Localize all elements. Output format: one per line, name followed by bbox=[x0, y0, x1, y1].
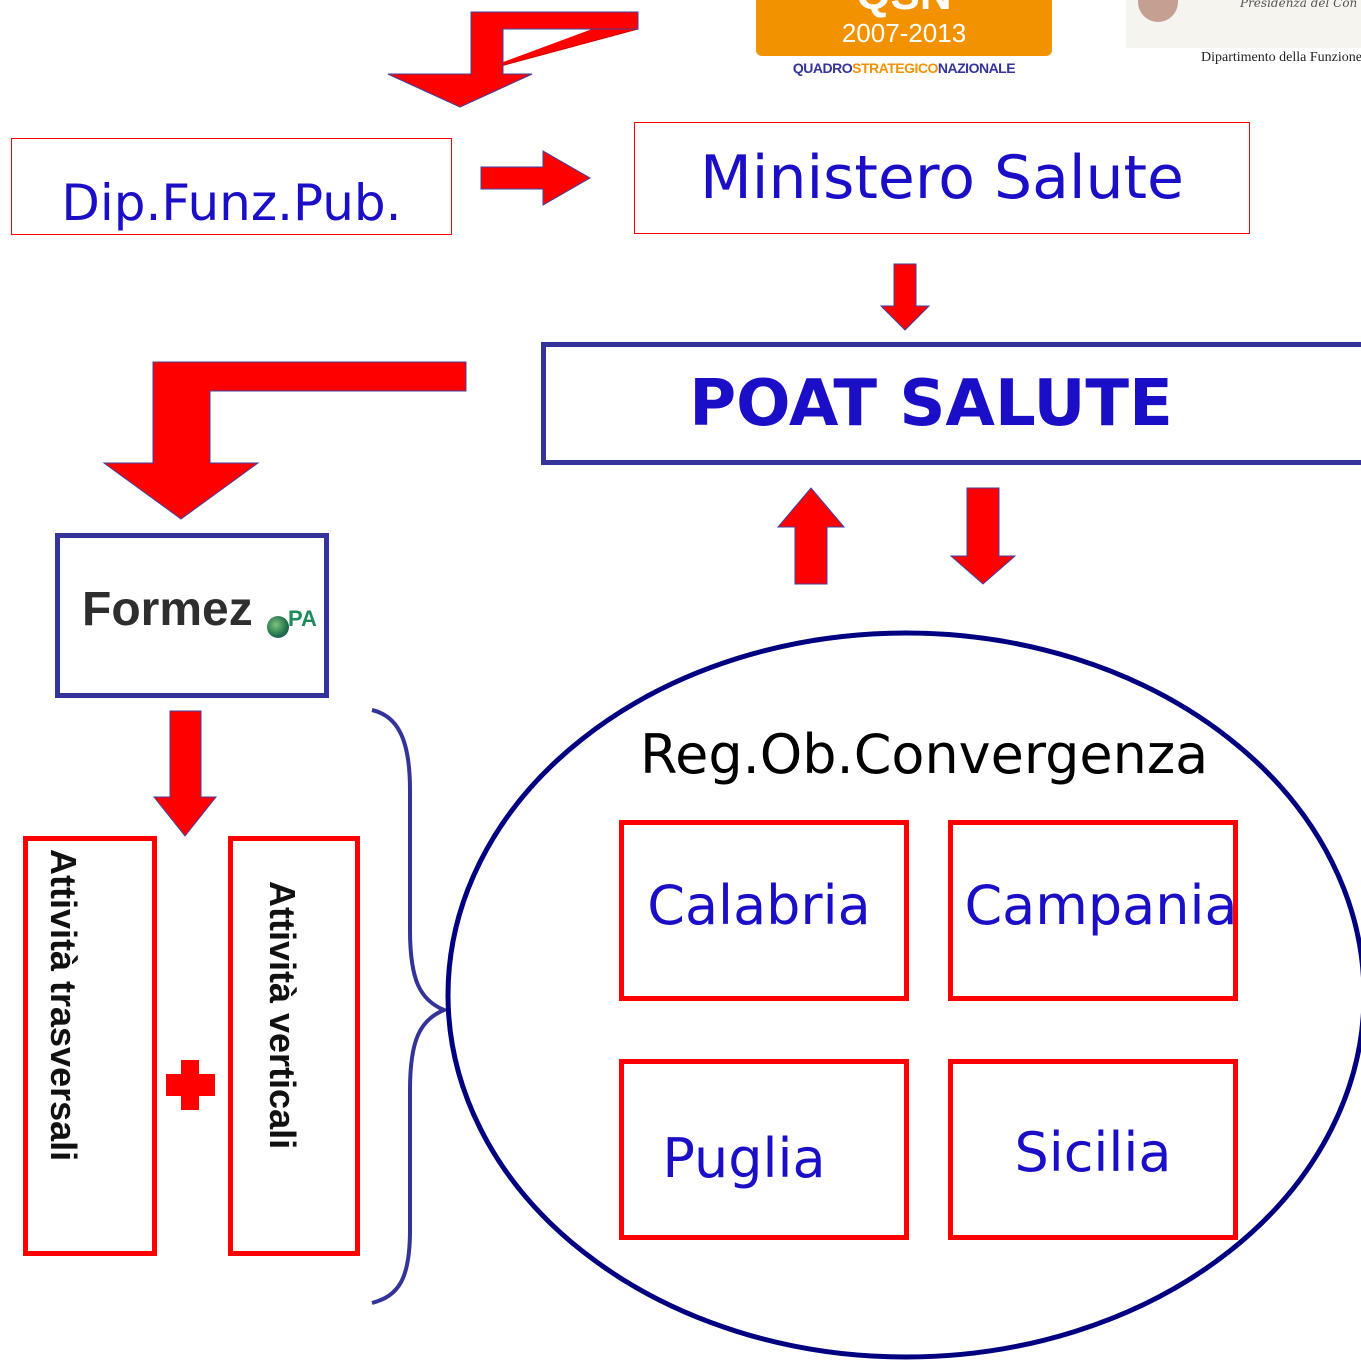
regions-title: Reg.Ob.Convergenza bbox=[640, 723, 1209, 786]
region-sicilia-label: Sicilia bbox=[1014, 1121, 1172, 1184]
dipartimento-text: Dipartimento della Funzione bbox=[1201, 50, 1361, 65]
regions-ellipse bbox=[445, 630, 1361, 1360]
presidenza-text: Presidenza del Con bbox=[1240, 0, 1358, 10]
formez-logo: Formez PA bbox=[82, 582, 317, 646]
qsn-caption-strategico: STRATEGICO bbox=[852, 60, 938, 76]
activity-vertical-label: Attività verticali bbox=[262, 881, 303, 1150]
region-campania-box: Campania bbox=[948, 820, 1238, 1001]
region-sicilia-box: Sicilia bbox=[948, 1059, 1238, 1240]
arrow-poat-to-regions bbox=[949, 487, 1017, 585]
qsn-logo-caption: QUADROSTRATEGICONAZIONALE bbox=[756, 60, 1052, 76]
dip-funz-pub-label: Dip.Funz.Pub. bbox=[61, 174, 402, 232]
region-calabria-label: Calabria bbox=[647, 874, 871, 937]
qsn-caption-quadro: QUADRO bbox=[792, 60, 853, 76]
qsn-logo-year: 2007-2013 bbox=[841, 18, 967, 48]
activity-transversal-box: Attività trasversali bbox=[23, 836, 157, 1256]
arrow-regions-to-poat bbox=[776, 487, 846, 585]
qsn-logo: QSN 2007-2013 QUADROSTRATEGICONAZIONALE bbox=[756, 0, 1052, 82]
poat-salute-label: POAT SALUTE bbox=[689, 366, 1173, 441]
formez-box: Formez PA bbox=[55, 533, 329, 698]
poat-salute-box: POAT SALUTE bbox=[541, 342, 1361, 465]
curly-brace bbox=[371, 708, 450, 1305]
region-campania-label: Campania bbox=[964, 874, 1238, 937]
top-l-arrow-body bbox=[387, 11, 639, 108]
arrow-poat-to-formez bbox=[102, 361, 467, 520]
emblem-icon bbox=[1138, 0, 1178, 22]
formez-pa-suffix: PA bbox=[288, 605, 317, 631]
qsn-caption-nazionale: NAZIONALE bbox=[937, 60, 1016, 76]
activity-transversal-label: Attività trasversali bbox=[43, 849, 84, 1162]
region-puglia-box: Puglia bbox=[619, 1059, 909, 1240]
arrow-dip-to-ministero bbox=[480, 150, 592, 206]
qsn-logo-title: QSN bbox=[756, 0, 1052, 20]
ministero-salute-box: Ministero Salute bbox=[634, 122, 1250, 234]
qsn-logo-orange-panel bbox=[756, 0, 1052, 56]
ministero-salute-label: Ministero Salute bbox=[700, 143, 1184, 213]
region-calabria-box: Calabria bbox=[619, 820, 909, 1001]
arrow-formez-to-activities bbox=[152, 710, 218, 837]
formez-wordmark: Formez bbox=[82, 582, 253, 636]
formez-globe-icon bbox=[267, 615, 289, 638]
dipartimento-logo: Presidenza del Con bbox=[1126, 0, 1361, 48]
activity-vertical-box: Attività verticali bbox=[228, 836, 360, 1256]
plus-sign bbox=[166, 1060, 215, 1110]
region-puglia-label: Puglia bbox=[662, 1127, 826, 1190]
arrow-ministero-to-poat bbox=[879, 263, 931, 331]
dip-funz-pub-box: Dip.Funz.Pub. bbox=[11, 138, 452, 235]
